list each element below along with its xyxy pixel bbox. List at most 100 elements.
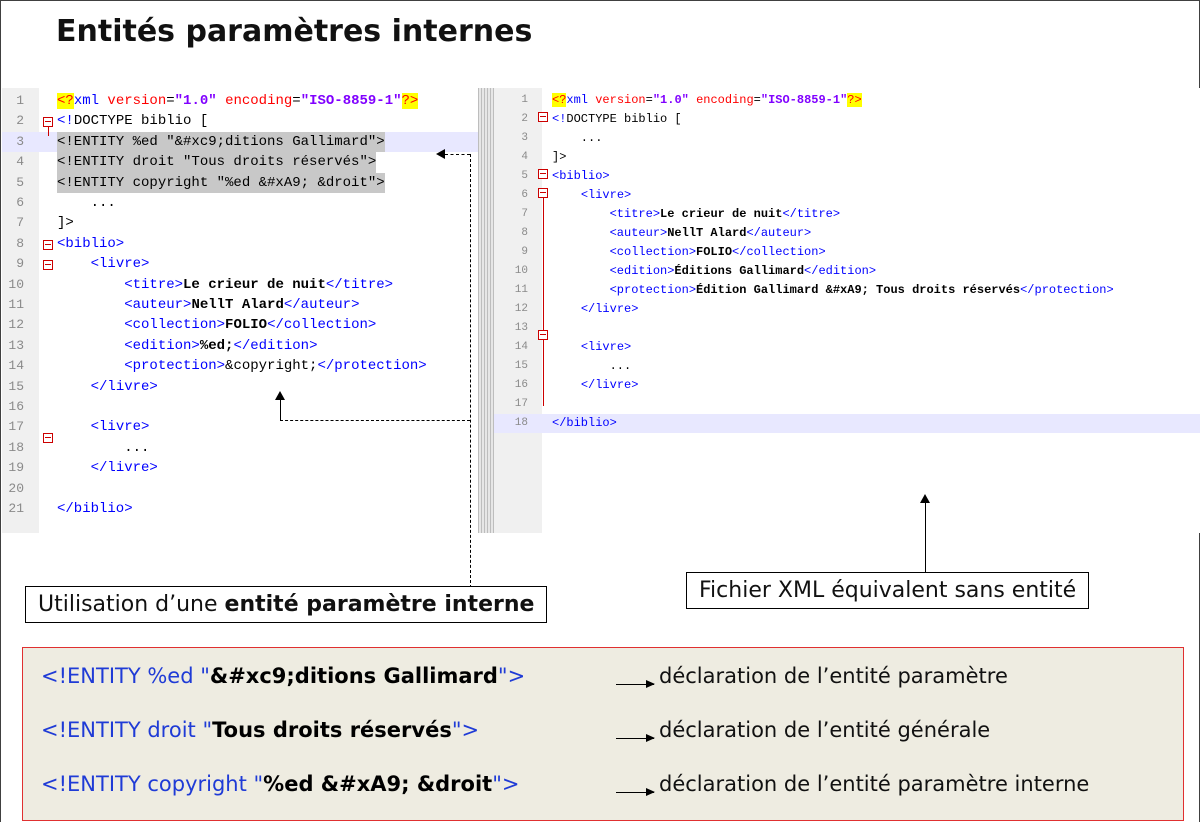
code-text: <protection>&copyright;</protection> [57, 356, 427, 376]
code-line[interactable]: 18</biblio> [494, 414, 1200, 433]
right-code-editor[interactable]: 1<?xml version="1.0" encoding="ISO-8859-… [494, 88, 1200, 533]
code-line[interactable]: 4<!ENTITY droit "Tous droits réservés"> [2, 152, 478, 173]
code-line[interactable]: 15 ... [494, 357, 1200, 376]
code-line[interactable]: 16 </livre> [494, 376, 1200, 395]
code-token: FOLIO [696, 245, 733, 259]
line-number: 7 [16, 215, 24, 231]
line-number: 2 [16, 113, 24, 129]
code-line[interactable]: 15 </livre> [2, 377, 478, 397]
code-line[interactable]: 2<!DOCTYPE biblio [ [494, 110, 1200, 129]
code-token [552, 283, 610, 297]
code-token: Édition Gallimard &#xA9; Tous droits rés… [696, 283, 1021, 297]
code-token [552, 226, 610, 240]
code-line[interactable]: 21</biblio> [2, 499, 478, 519]
code-token: ?> [401, 93, 419, 109]
code-line[interactable]: 18 ... [2, 438, 478, 458]
code-token: ?> [847, 93, 862, 107]
code-line[interactable]: 11 <protection>Édition Gallimard &#xA9; … [494, 281, 1200, 300]
code-text: </livre> [552, 300, 639, 319]
code-line[interactable]: 12 </livre> [494, 300, 1200, 319]
code-token [57, 317, 124, 333]
code-token: "ISO-8859-1" [760, 93, 848, 107]
code-text: <!DOCTYPE biblio [ [57, 111, 208, 131]
code-text: ]> [57, 213, 74, 233]
line-number: 4 [16, 154, 24, 170]
line-number: 17 [8, 419, 24, 435]
code-text: <collection>FOLIO</collection> [552, 243, 826, 262]
line-number: 16 [8, 399, 24, 414]
code-line[interactable]: 12 <collection>FOLIO</collection> [2, 315, 478, 335]
pane-splitter[interactable] [478, 88, 494, 533]
code-text: <livre> [552, 186, 631, 205]
code-line[interactable]: 14 <protection>&copyright;</protection> [2, 356, 478, 376]
code-text: <protection>Édition Gallimard &#xA9; Tou… [552, 281, 1114, 300]
code-text: </livre> [57, 377, 158, 397]
fold-line [543, 198, 544, 406]
code-line[interactable]: 13 <edition>%ed;</edition> [2, 336, 478, 356]
fold-minus-icon[interactable] [538, 188, 548, 198]
left-code-editor[interactable]: 1<?xml version="1.0" encoding="ISO-8859-… [2, 88, 479, 533]
code-line[interactable]: 3 ... [494, 129, 1200, 148]
code-token: <!ENTITY %ed "&#xc9;ditions Gallimard"> [57, 133, 385, 150]
code-token: </protection> [1020, 283, 1114, 297]
code-line[interactable]: 1<?xml version="1.0" encoding="ISO-8859-… [494, 91, 1200, 110]
code-line[interactable]: 2 <!DOCTYPE biblio [ [2, 111, 478, 131]
code-token: "1.0" [174, 93, 217, 109]
code-text: <edition>%ed;</edition> [57, 336, 317, 356]
dashed-connector [470, 154, 471, 598]
legend-description: déclaration de l’entité générale [659, 718, 991, 742]
code-text: <!ENTITY %ed "&#xc9;ditions Gallimard"> [57, 131, 385, 153]
code-line[interactable]: 8<biblio> [2, 234, 478, 254]
fold-minus-icon[interactable] [538, 112, 548, 122]
code-line[interactable]: 7 <titre>Le crieur de nuit</titre> [494, 205, 1200, 224]
line-number: 13 [514, 322, 528, 334]
code-line[interactable]: 17 <livre> [2, 417, 478, 437]
code-text: </biblio> [552, 414, 617, 433]
fold-minus-icon[interactable] [43, 260, 53, 270]
code-line[interactable]: 13 [494, 319, 1200, 338]
callout-equivalent-file: Fichier XML équivalent sans entité [686, 572, 1090, 609]
code-token: NellT Alard [667, 226, 747, 240]
line-number: 11 [8, 297, 24, 312]
code-line[interactable]: 6 <livre> [494, 186, 1200, 205]
code-line[interactable]: 5<biblio> [494, 167, 1200, 186]
code-token: ... [552, 359, 632, 373]
code-token: Le crieur de nuit [183, 276, 326, 293]
code-line[interactable]: 9 <livre> [2, 254, 478, 274]
code-line[interactable]: 7 ]> [2, 213, 478, 233]
code-token: Le crieur de nuit [660, 207, 783, 221]
code-line[interactable]: 4]> [494, 148, 1200, 167]
code-line[interactable]: 20 [2, 479, 478, 499]
code-line[interactable]: 17 [494, 395, 1200, 414]
code-token: <collection> [609, 245, 697, 259]
code-token: ... [57, 195, 116, 211]
code-line[interactable]: 5<!ENTITY copyright "%ed &#xA9; &droit"> [2, 172, 478, 193]
code-line[interactable]: 9 <collection>FOLIO</collection> [494, 243, 1200, 262]
code-token: <livre> [90, 419, 150, 436]
fold-minus-icon[interactable] [538, 330, 548, 340]
code-text: <collection>FOLIO</collection> [57, 315, 376, 335]
code-line[interactable]: 8 <auteur>NellT Alard</auteur> [494, 224, 1200, 243]
code-token [57, 460, 91, 476]
fold-minus-icon[interactable] [538, 169, 548, 179]
code-token: ... [57, 439, 150, 456]
code-line[interactable]: 3<!ENTITY %ed "&#xc9;ditions Gallimard"> [2, 131, 478, 153]
code-text: </livre> [57, 458, 158, 478]
code-token: = [292, 93, 301, 109]
code-line[interactable]: 10 <titre>Le crieur de nuit</titre> [2, 275, 478, 295]
code-line[interactable]: 16 [2, 397, 478, 417]
line-number: 10 [8, 276, 24, 292]
fold-minus-icon[interactable] [43, 240, 53, 250]
code-line[interactable]: 19 </livre> [2, 458, 478, 478]
code-line[interactable]: 6 ... [2, 193, 478, 213]
line-number: 9 [521, 246, 528, 258]
code-line[interactable]: 1<?xml version="1.0" encoding="ISO-8859-… [2, 91, 478, 111]
code-token: </protection> [317, 358, 427, 375]
fold-minus-icon[interactable] [43, 433, 53, 443]
code-line[interactable]: 10 <edition>Éditions Gallimard</edition> [494, 262, 1200, 281]
code-line[interactable]: 11 <auteur>NellT Alard</auteur> [2, 295, 478, 315]
code-token [552, 340, 581, 354]
code-text: <biblio> [552, 167, 610, 186]
code-line[interactable]: 14 <livre> [494, 338, 1200, 357]
line-number: 1 [521, 94, 528, 106]
